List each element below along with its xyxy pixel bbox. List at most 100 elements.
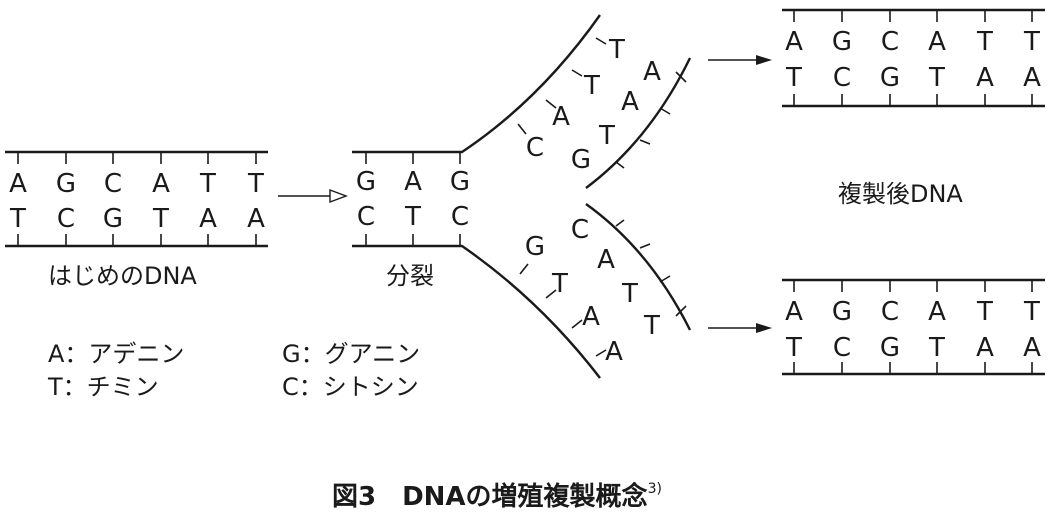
base: T [608, 35, 625, 65]
base: A [552, 102, 570, 132]
base: A [1023, 333, 1041, 363]
original-rungs [17, 152, 257, 246]
rung-tick [545, 289, 557, 299]
base: T [152, 204, 169, 234]
base: T [785, 333, 802, 363]
base: A [404, 167, 422, 197]
replicated-dna-label: 複製後DNA [838, 180, 963, 208]
legend-adenine: A：アデニン [48, 340, 184, 368]
base: T [9, 204, 26, 234]
base: T [928, 63, 945, 93]
base: T [199, 169, 216, 199]
base: G [56, 169, 76, 199]
base: C [881, 27, 899, 57]
splitting-dna: G A G C T C T T A A A C T G C G A T T A … [352, 14, 692, 379]
fork-lower-bases: C G A T T A T A [525, 215, 660, 367]
fork-lower-outer-strand [352, 244, 601, 379]
rung-tick [615, 219, 625, 227]
base: T [785, 63, 802, 93]
base: C [526, 133, 544, 163]
replica-lower-bottom-bases: T C G T A A [785, 333, 1041, 363]
figure-caption: 図3 DNAの増殖複製概念3) [332, 481, 662, 512]
base: A [199, 204, 217, 234]
base: C [571, 215, 589, 245]
base: C [881, 297, 899, 327]
base: A [621, 87, 639, 117]
base: T [1023, 297, 1040, 327]
split-bottom-bases: C T C [357, 202, 469, 232]
base: A [1023, 63, 1041, 93]
original-dna-label: はじめのDNA [48, 262, 197, 290]
base: G [880, 333, 900, 363]
base: T [621, 279, 638, 309]
original-top-bases: A G C A T T [9, 169, 264, 199]
base: A [247, 204, 265, 234]
rung-tick [571, 319, 583, 329]
rung-tick [675, 305, 687, 317]
rung-tick [519, 263, 529, 275]
base: C [833, 333, 851, 363]
base: C [57, 204, 75, 234]
legend: A：アデニン G：グアニン T：チミン C：シトシン [47, 340, 420, 401]
base: G [450, 167, 470, 197]
base: A [928, 297, 946, 327]
rung-tick [545, 99, 557, 109]
base: A [976, 63, 994, 93]
base: A [582, 302, 600, 332]
replica-upper-bottom-bases: T C G T A A [785, 63, 1041, 93]
base: A [152, 169, 170, 199]
base: C [104, 169, 122, 199]
rung-tick [675, 71, 687, 83]
base: G [832, 297, 852, 327]
replica-lower-top-bases: A G C A T T [785, 297, 1040, 327]
base: C [833, 63, 851, 93]
arrow-to-lower-replica [708, 323, 772, 333]
base: G [103, 204, 123, 234]
rung-tick [595, 349, 607, 357]
rung-tick [615, 161, 625, 169]
base: T [976, 297, 993, 327]
rung-tick [571, 69, 583, 77]
rung-tick [639, 243, 651, 249]
legend-cytosine: C：シトシン [282, 373, 419, 401]
base: A [597, 245, 615, 275]
base: A [785, 27, 803, 57]
base: T [643, 311, 660, 341]
base: G [525, 232, 545, 262]
legend-thymine: T：チミン [47, 373, 159, 401]
original-dna: A G C A T T T C G T A A はじめのDNA [5, 150, 268, 290]
base: T [928, 333, 945, 363]
replicated-dna-upper: A G C A T T T C G T A A [782, 8, 1045, 108]
base: A [785, 297, 803, 327]
fork-upper-outer-strand [352, 14, 601, 154]
base: T [598, 121, 615, 151]
caption-text: 図3 DNAの増殖複製概念 [332, 481, 648, 512]
split-top-bases: G A G [356, 167, 470, 197]
replica-upper-top-bases: A G C A T T [785, 27, 1040, 57]
rung-tick [639, 139, 651, 145]
replicated-dna-lower: A G C A T T T C G T A A [782, 278, 1045, 376]
base: G [880, 63, 900, 93]
replica-lower-rungs [793, 280, 1033, 374]
base: G [356, 167, 376, 197]
caption-reference: 3) [648, 481, 662, 497]
original-bottom-bases: T C G T A A [9, 204, 265, 234]
rung-tick [517, 123, 527, 135]
fork-upper-bases: T T A A A C T G [526, 35, 661, 175]
rung-tick [659, 107, 671, 115]
base: T [583, 71, 600, 101]
arrow-to-upper-replica [708, 55, 772, 65]
base: T [1023, 27, 1040, 57]
base: C [357, 202, 375, 232]
arrow-to-split [278, 188, 348, 204]
legend-guanine: G：グアニン [282, 340, 420, 368]
base: A [605, 337, 623, 367]
base: T [551, 269, 568, 299]
replica-upper-rungs [793, 10, 1033, 106]
rung-tick [595, 37, 607, 45]
base: A [643, 57, 661, 87]
base: G [571, 145, 591, 175]
base: T [404, 202, 421, 232]
rung-tick [659, 275, 671, 283]
